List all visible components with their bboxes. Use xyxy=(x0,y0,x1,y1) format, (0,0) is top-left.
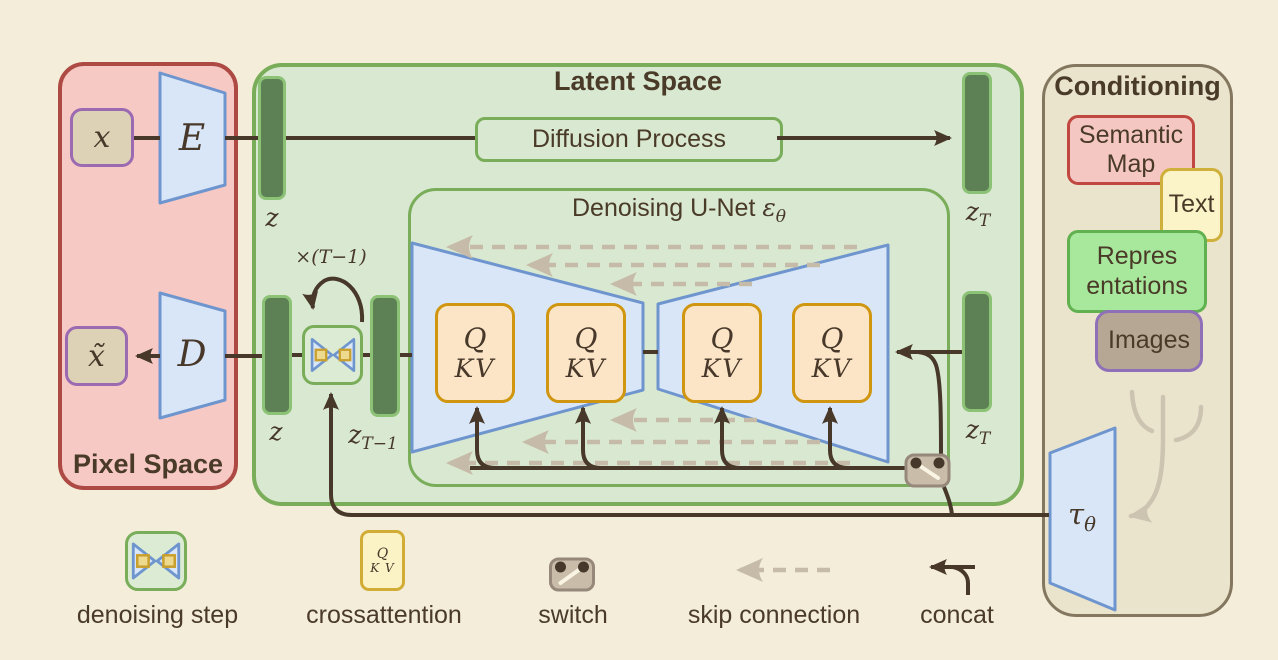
decoder-trapezoid xyxy=(158,291,227,420)
qkv-block-1: Q KV xyxy=(435,303,515,403)
legend-denoising-step-label: denoising step xyxy=(76,601,239,629)
bowtie-icon xyxy=(131,542,181,580)
zT-top-label: zT xyxy=(965,197,991,231)
conditioning-title: Conditioning xyxy=(1054,71,1221,101)
representations-line1: Repres xyxy=(1096,242,1178,270)
qkv-q-label: Q xyxy=(710,321,734,355)
qkv-kv-label: KV xyxy=(454,353,496,383)
qkv-block-4: Q KV xyxy=(792,303,872,403)
legend-switch-label: switch xyxy=(538,601,608,629)
qkv-block-3: Q KV xyxy=(682,303,762,403)
x-label: x xyxy=(93,120,111,155)
conditioning-semantic-map: Semantic Map xyxy=(1067,115,1195,185)
unet-title: Denoising U-Net εθ xyxy=(408,193,950,227)
x-tilde-box: x̃ xyxy=(65,326,128,386)
unet-title-text: Denoising U-Net xyxy=(571,194,763,222)
epsilon-symbol: εθ xyxy=(762,193,787,227)
qkv-q-label: Q xyxy=(574,321,598,355)
z-bottom-label: z xyxy=(269,417,283,446)
denoising-unet-panel xyxy=(408,188,950,487)
tau-encoder-trapezoid xyxy=(1048,426,1117,612)
conditioning-text: Text xyxy=(1160,168,1223,242)
pixel-space-title: Pixel Space xyxy=(72,449,224,479)
legend-concat-branch xyxy=(952,565,970,595)
text-label: Text xyxy=(1168,190,1215,219)
qkv-kv-label: KV xyxy=(565,353,607,383)
bowtie-icon xyxy=(310,338,355,372)
encoder-label: E xyxy=(178,118,206,159)
zT-mid-label: zT xyxy=(965,415,991,449)
conditioning-images: Images xyxy=(1095,310,1203,372)
qkv-kv-label: KV xyxy=(701,353,743,383)
diffusion-process-label: Diffusion Process xyxy=(531,125,727,153)
switch-icon xyxy=(904,453,951,488)
decoder-label: D xyxy=(177,334,207,375)
z-bar-top xyxy=(258,76,286,200)
qkv-q-label: Q xyxy=(463,321,487,355)
conditioning-representations: Repres entations xyxy=(1067,230,1207,313)
legend-crossattention-label: crossattention xyxy=(306,601,462,629)
tree-branch-right xyxy=(1173,404,1204,443)
zT-minus-1-bar xyxy=(370,295,400,417)
z-bar-bottom xyxy=(262,295,292,415)
legend-skip-connection-label: skip connection xyxy=(687,601,861,629)
representations-line2: entations xyxy=(1086,271,1188,300)
legend-denoising-step-icon xyxy=(125,531,187,591)
z-top-label: z xyxy=(265,203,279,232)
x-box: x xyxy=(70,108,134,167)
qkv-block-2: Q KV xyxy=(546,303,626,403)
arrow-feed-qkv-4 xyxy=(822,406,849,470)
zT-minus-1-label: zT−1 xyxy=(348,420,398,454)
latent-space-title: Latent Space xyxy=(553,66,723,96)
x-tilde-label: x̃ xyxy=(88,338,105,374)
line-switch-down xyxy=(942,486,954,516)
arrow-feed-qkv-3 xyxy=(714,406,741,470)
arrow-denoise-loop xyxy=(302,276,365,323)
legend-qkv-q: Q xyxy=(376,545,389,562)
denoising-step-box xyxy=(302,325,363,385)
arrow-feed-qkv-2 xyxy=(575,406,602,470)
images-label: Images xyxy=(1108,326,1190,355)
tree-branch-left xyxy=(1129,389,1155,434)
semantic-map-line1: Semantic xyxy=(1078,120,1184,149)
arrow-feed-qkv-1 xyxy=(469,406,496,470)
legend-qkv-kv: K V xyxy=(370,560,395,575)
qkv-q-label: Q xyxy=(820,321,844,355)
line-switch-up xyxy=(917,350,943,457)
line-tau-to-denoise xyxy=(323,392,1049,517)
encoder-trapezoid xyxy=(158,71,227,205)
zT-bar-mid xyxy=(962,291,992,412)
legend-concat-label: concat xyxy=(920,601,994,629)
semantic-map-line2: Map xyxy=(1106,150,1156,178)
diffusion-process-box: Diffusion Process xyxy=(475,117,783,162)
tree-stem-arrow xyxy=(1128,394,1166,523)
zT-bar-top xyxy=(962,72,992,194)
legend-switch-icon xyxy=(549,557,595,592)
qkv-kv-label: KV xyxy=(811,353,853,383)
loop-count-label: ×(T−1) xyxy=(295,246,367,268)
legend-crossattention-icon: Q K V xyxy=(360,530,405,591)
tau-label: τθ xyxy=(1068,497,1096,536)
